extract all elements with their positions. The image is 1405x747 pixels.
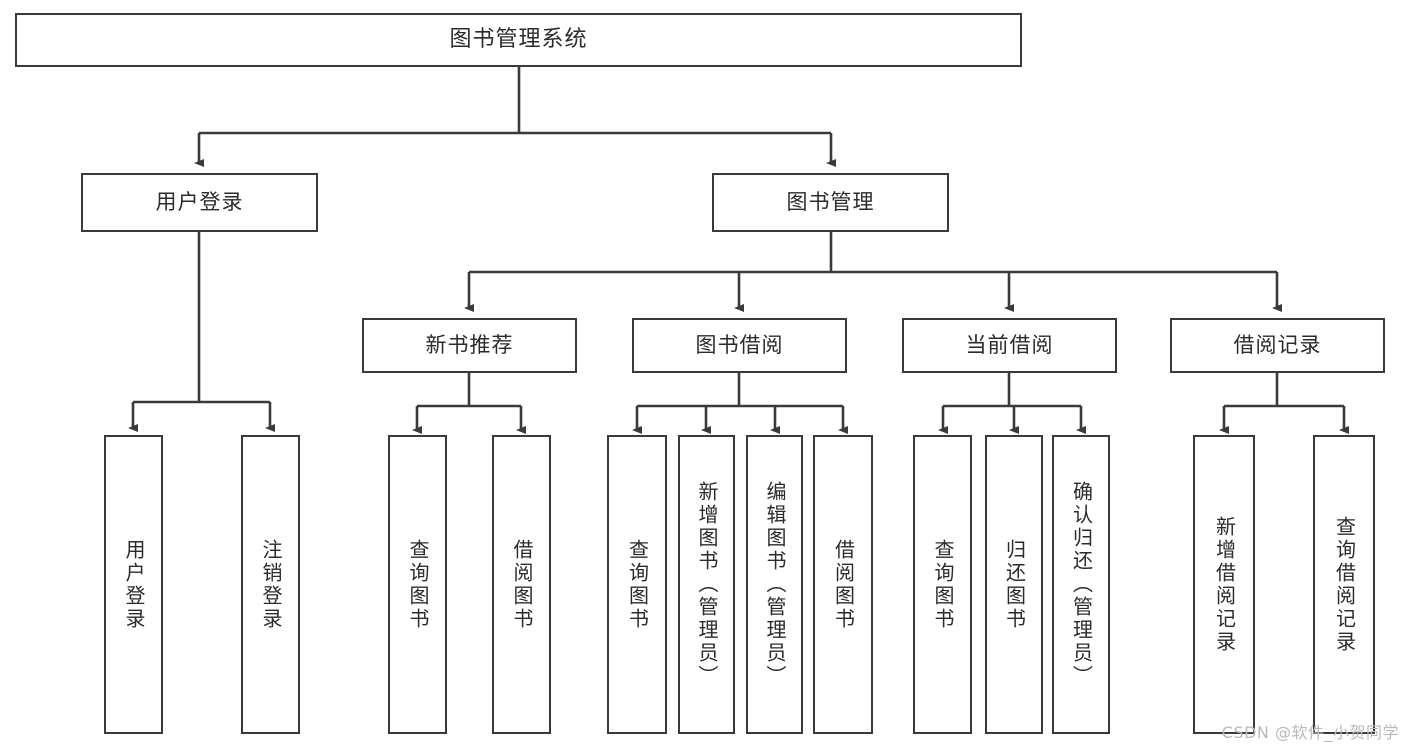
node-leaf-add-book[interactable]: 新增图书（管理员） — [678, 435, 735, 734]
node-current-borrow[interactable]: 当前借阅 — [902, 318, 1117, 373]
node-book-borrow[interactable]: 图书借阅 — [632, 318, 847, 373]
node-leaf-user-login[interactable]: 用户登录 — [104, 435, 163, 734]
node-label: 查询借阅记录 — [1332, 515, 1357, 654]
node-leaf-borrow-book-2[interactable]: 借阅图书 — [813, 435, 873, 734]
node-label: 借阅图书 — [831, 538, 856, 631]
node-label: 查询图书 — [625, 538, 650, 631]
node-label: 查询图书 — [931, 538, 955, 631]
node-label: 借阅图书 — [510, 538, 534, 631]
node-borrow-record[interactable]: 借阅记录 — [1170, 318, 1385, 373]
node-root-book-management-system[interactable]: 图书管理系统 — [15, 13, 1022, 67]
node-new-book-recommend[interactable]: 新书推荐 — [362, 318, 577, 373]
node-label: 归还图书 — [1002, 538, 1027, 631]
node-label: 图书借阅 — [695, 332, 784, 357]
node-label: 新书推荐 — [425, 332, 514, 357]
node-label: 图书管理 — [786, 189, 875, 214]
node-label: 当前借阅 — [965, 332, 1054, 357]
node-leaf-return-book[interactable]: 归还图书 — [985, 435, 1043, 734]
node-leaf-borrow-book-1[interactable]: 借阅图书 — [492, 435, 551, 734]
node-label: 新增图书（管理员） — [695, 481, 719, 688]
node-book-manage[interactable]: 图书管理 — [712, 173, 949, 232]
node-leaf-query-book-3[interactable]: 查询图书 — [913, 435, 972, 734]
node-label: 借阅记录 — [1233, 332, 1322, 357]
node-label: 用户登录 — [122, 538, 146, 631]
node-leaf-query-record[interactable]: 查询借阅记录 — [1313, 435, 1375, 734]
node-label: 确认归还（管理员） — [1069, 481, 1094, 688]
node-leaf-confirm-return[interactable]: 确认归还（管理员） — [1052, 435, 1110, 734]
watermark-text: CSDN @软件_小贺同学 — [1221, 723, 1399, 742]
node-label: 新增借阅记录 — [1212, 515, 1237, 654]
node-leaf-query-book-1[interactable]: 查询图书 — [388, 435, 447, 734]
node-leaf-add-record[interactable]: 新增借阅记录 — [1193, 435, 1255, 734]
node-leaf-edit-book[interactable]: 编辑图书（管理员） — [746, 435, 803, 734]
node-label: 用户登录 — [155, 189, 244, 214]
node-label: 查询图书 — [406, 538, 430, 631]
node-label: 图书管理系统 — [449, 26, 588, 52]
node-label: 编辑图书（管理员） — [763, 481, 787, 688]
node-user-login[interactable]: 用户登录 — [81, 173, 318, 232]
node-leaf-query-book-2[interactable]: 查询图书 — [607, 435, 667, 734]
node-label: 注销登录 — [259, 538, 283, 631]
node-leaf-logout-login[interactable]: 注销登录 — [241, 435, 300, 734]
